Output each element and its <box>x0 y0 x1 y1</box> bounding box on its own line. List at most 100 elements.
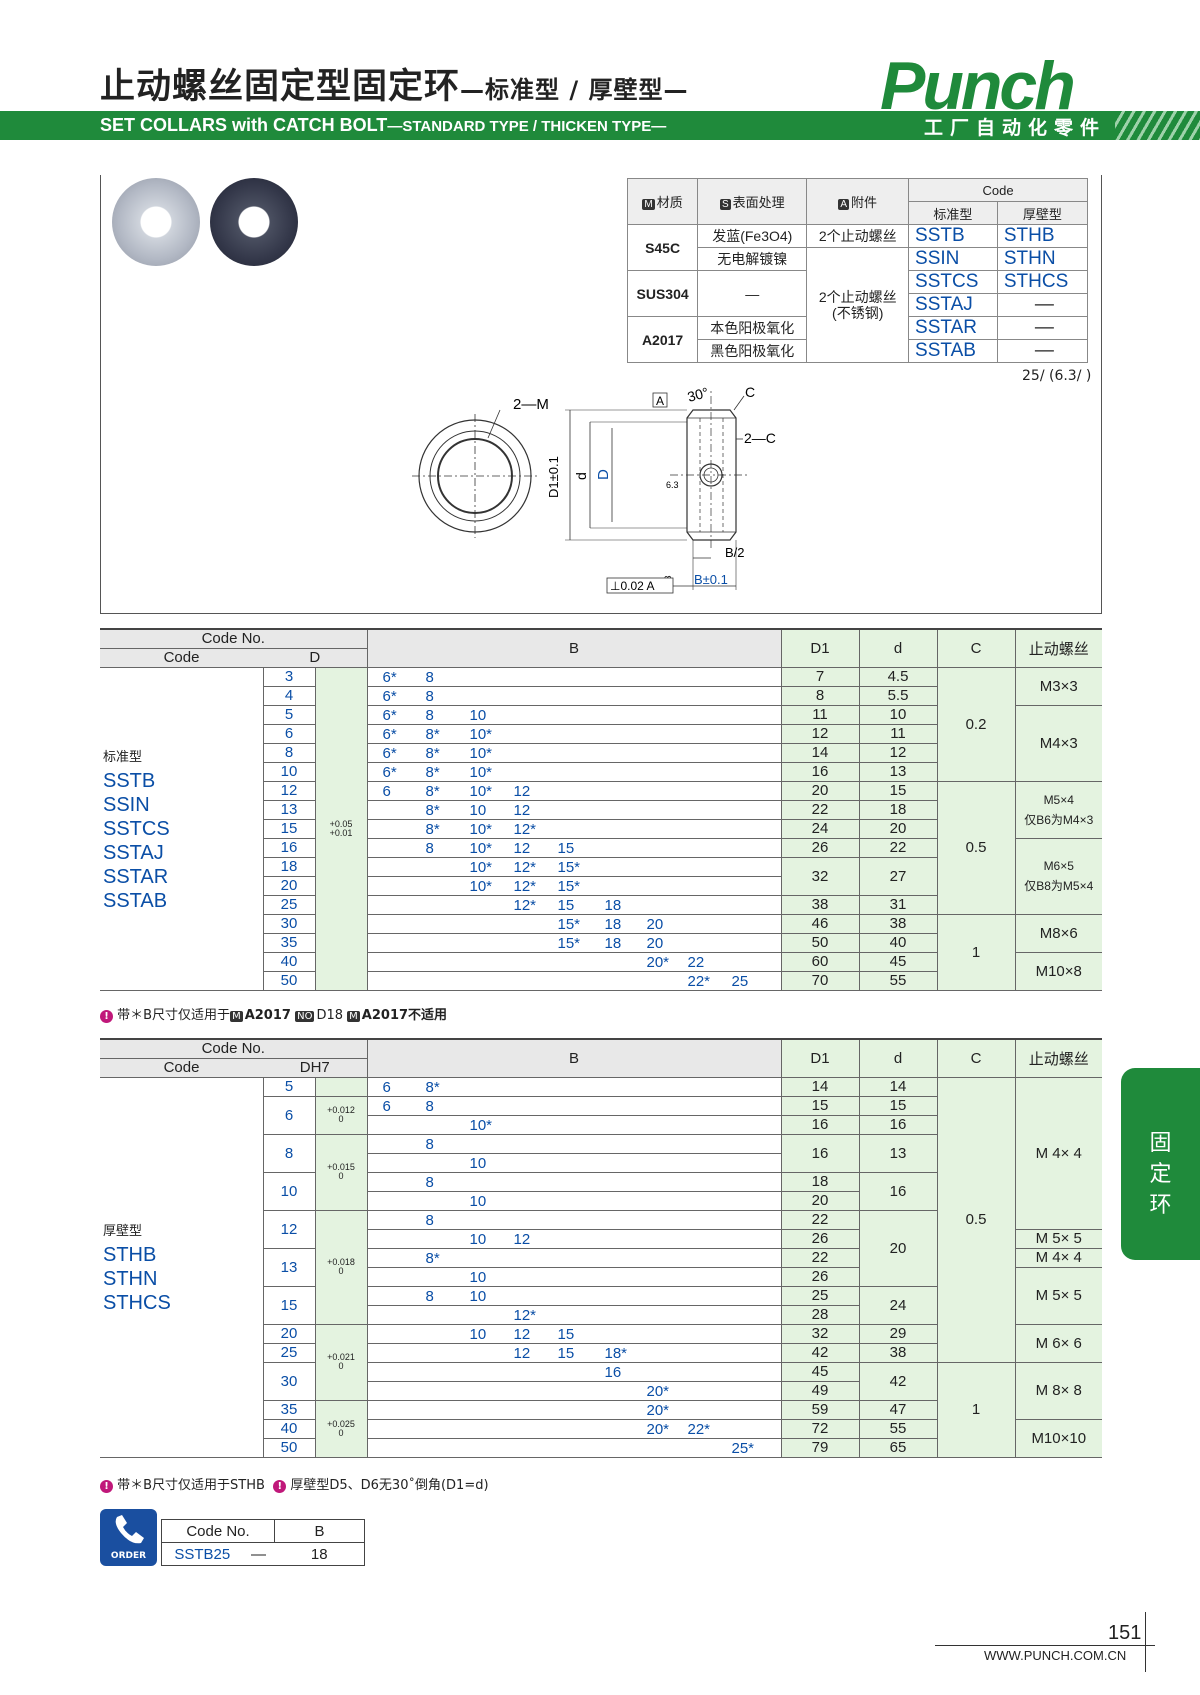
b-value: 6 <box>382 1078 391 1096</box>
b-values-cell: 20* <box>367 1400 782 1420</box>
b-value: 20* <box>646 1420 670 1438</box>
b-values-cell: 25* <box>367 1438 782 1458</box>
b-values-cell: 6*8 <box>367 686 782 706</box>
screw-value: M6×5 仅B8为M5×4 <box>1015 838 1102 915</box>
header-bar <box>0 111 1200 140</box>
surface-cell: — <box>697 270 808 317</box>
d1-value: 26 <box>781 1229 860 1249</box>
d-small-value: 55 <box>859 971 938 991</box>
page-title-cn: 止动螺丝固定型固定环—标准型 / 厚壁型— <box>100 58 689 109</box>
d1-value: 72 <box>781 1419 860 1439</box>
d1-value: 32 <box>781 1324 860 1344</box>
b-value: 10* <box>469 877 493 895</box>
b-value: 12* <box>513 896 537 914</box>
d1-value: 42 <box>781 1343 860 1363</box>
b-value: 10 <box>469 1154 487 1172</box>
b-value: 8* <box>425 763 440 781</box>
label-d-small: d <box>573 472 589 480</box>
tolerance: +0.05 +0.01 <box>315 667 368 991</box>
order-icon: ORDER <box>100 1509 157 1566</box>
b-value: 20* <box>646 953 670 971</box>
title-en-main: SET COLLARS with CATCH BOLT <box>100 115 388 135</box>
d1-value: 22 <box>781 1248 860 1268</box>
d-small-value: 16 <box>859 1172 938 1211</box>
d-small-value: 15 <box>859 781 938 801</box>
label-2c: 2—C <box>744 430 776 446</box>
b-value: 10* <box>469 782 493 800</box>
type-code: SSTB <box>103 769 156 792</box>
head-d1: D1 <box>781 628 860 668</box>
b-value: 22* <box>687 1420 711 1438</box>
b-value: 12* <box>513 877 537 895</box>
product-overview-box <box>100 175 1102 614</box>
header-stripes <box>1115 111 1200 140</box>
b-value: 18* <box>604 1344 628 1362</box>
d-value: 3 <box>262 667 316 687</box>
head-c: C <box>937 628 1016 668</box>
b-value: 8 <box>425 1135 434 1153</box>
type-code: STHN <box>103 1268 158 1290</box>
d-value: 20 <box>262 876 316 896</box>
b-value: 8* <box>425 782 440 800</box>
accessory-cell: 2个止动螺丝 <box>806 224 910 248</box>
head-c: C <box>937 1038 1016 1078</box>
category-side-tab[interactable]: 固 定 环 <box>1121 1068 1200 1260</box>
b-value: 6* <box>382 687 397 705</box>
d1-value: 79 <box>781 1438 860 1458</box>
screw-value: M5×4 仅B6为M4×3 <box>1015 781 1102 839</box>
b-value: 15 <box>557 839 575 857</box>
d-small-value: 10 <box>859 705 938 725</box>
screw-value: M4×3 <box>1015 705 1102 782</box>
b-values-cell: 8 <box>367 1134 782 1154</box>
head-code: Code <box>908 178 1088 202</box>
b-value: 10* <box>469 839 493 857</box>
screw-value: M 8× 8 <box>1015 1362 1102 1420</box>
d1-value: 22 <box>781 1210 860 1230</box>
surface-cell: 黑色阳极氧化 <box>697 339 808 363</box>
d-value: 50 <box>262 971 316 991</box>
b-value: 10* <box>469 744 493 762</box>
b-value: 15 <box>557 1344 575 1362</box>
head-d-small: d <box>859 1038 938 1078</box>
screw-value: M 4× 4 <box>1015 1248 1102 1268</box>
b-value: 25* <box>731 1439 755 1457</box>
d-value: 18 <box>262 857 316 877</box>
material-sus304: SUS304 <box>626 270 699 317</box>
d-value: 35 <box>262 933 316 953</box>
b-value: 6 <box>382 782 391 800</box>
b-values-cell: 22*25 <box>367 971 782 991</box>
d1-value: 14 <box>781 743 860 763</box>
d-value: 12 <box>262 1210 316 1249</box>
d1-value: 16 <box>781 1115 860 1135</box>
b-value: 8 <box>425 1287 434 1305</box>
b-value: 18 <box>604 934 622 952</box>
code-cell: STHCS <box>996 270 1089 294</box>
page-number: 151 <box>1108 1622 1142 1644</box>
header-tagline: 工厂自动化零件 <box>924 117 1107 139</box>
d-small-value: 45 <box>859 952 938 972</box>
b-value: 18 <box>604 915 622 933</box>
d-value: 20 <box>262 1324 316 1344</box>
technical-drawing: 2—M D1±0.1 d D 6.3 30° C 2—C A B/2 <box>412 384 776 594</box>
head-codeno: Code No. <box>100 1038 368 1059</box>
b-value: 12* <box>513 1306 537 1324</box>
d-value: 25 <box>262 1343 316 1363</box>
d1-value: 59 <box>781 1400 860 1420</box>
label-c: C <box>745 384 755 400</box>
b-values-cell: 16 <box>367 1362 782 1382</box>
b-value: 22 <box>687 953 705 971</box>
d-value: 25 <box>262 895 316 915</box>
type-code: SSTAR <box>103 865 169 888</box>
